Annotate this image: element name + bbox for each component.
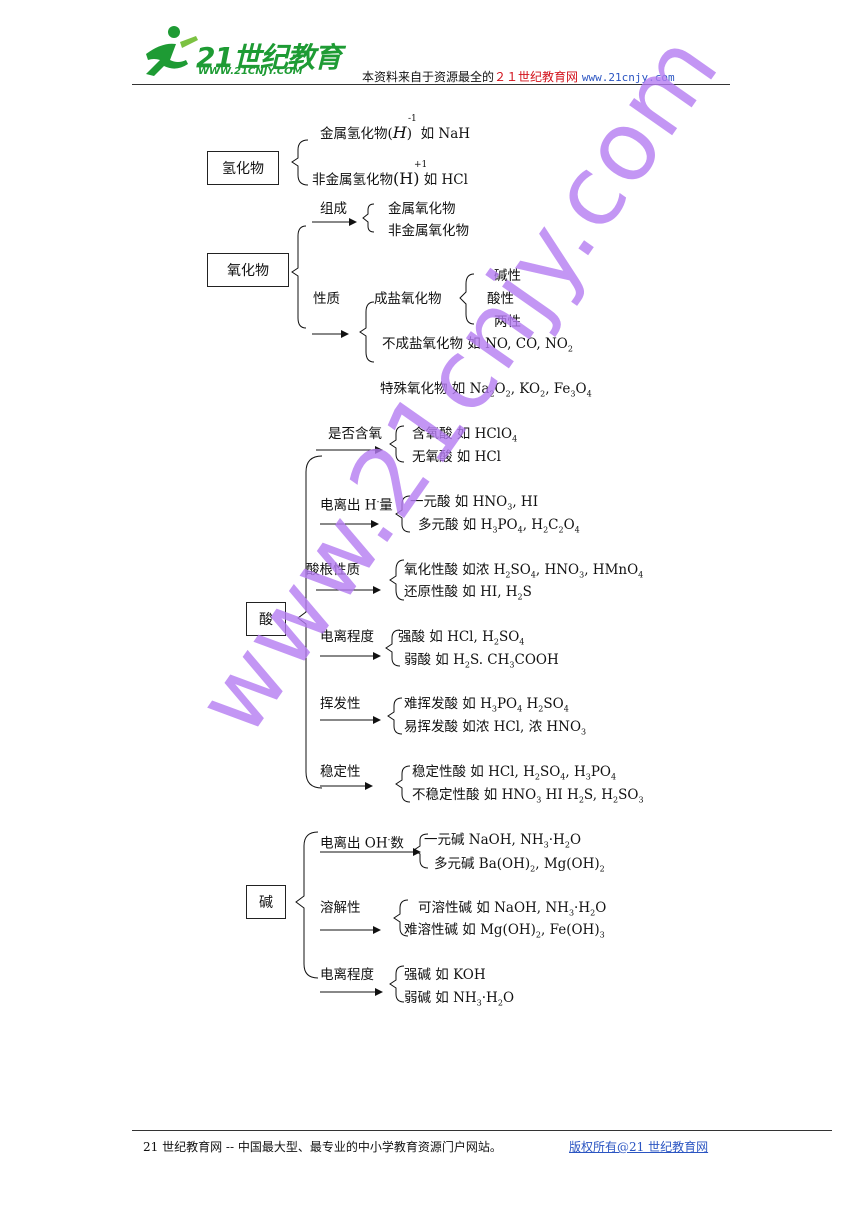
acid-mono: 一元酸 如 HNO3, HI (410, 494, 539, 512)
acid-reducing: 还原性酸 如 HI, H2S (404, 584, 532, 602)
hydride-nonmetal: 非金属氢化物(H) 如 HCl (312, 169, 468, 189)
oxide-salt-forming: 成盐氧化物 (374, 291, 442, 307)
header-note: 本资料来自于资源最全的２１世纪教育网 www.21cnjy.com (362, 70, 675, 84)
header-rule (132, 84, 730, 85)
footer-left: 21 世纪教育网 -- 中国最大型、最专业的中小学教育资源门户网站。 (143, 1140, 502, 1154)
base-soluble: 可溶性碱 如 NaOH, NH3·H2O (418, 900, 607, 918)
footer-rule (132, 1130, 832, 1131)
header-link[interactable]: www.21cnjy.com (581, 71, 675, 84)
acid-oxy-item: 无氧酸 如 HCl (412, 449, 502, 465)
base-ionize: 电离出 OH-数 (320, 835, 404, 852)
acid-volatile: 挥发性 (320, 696, 361, 712)
acid-stability: 稳定性 (320, 764, 361, 780)
base-box: 碱 (246, 885, 286, 919)
base-strong: 强碱 如 KOH (404, 967, 486, 983)
hydride-nonmetal-ox: +1 (414, 160, 428, 170)
oxide-salt-item: 两性 (494, 314, 521, 330)
acid-degree: 电离程度 (320, 629, 374, 645)
hydride-box: 氢化物 (207, 151, 279, 185)
acid-oxygen: 是否含氧 (328, 426, 382, 442)
acid-poly: 多元酸 如 H3PO4, H2C2O4 (418, 517, 580, 535)
acid-weak: 弱酸 如 H2S. CH3COOH (404, 652, 559, 670)
base-insoluble: 难溶性碱 如 Mg(OH)2, Fe(OH)3 (404, 922, 605, 940)
logo-url: WWW.21CNJY.COM (198, 66, 303, 77)
hydride-metal-ox: -1 (408, 114, 417, 124)
oxide-special: 特殊氧化物 如 Na2O2, KO2, Fe3O4 (380, 381, 592, 399)
oxide-salt-item: 酸性 (487, 291, 514, 307)
oxide-comp-item: 金属氧化物 (388, 201, 456, 217)
logo-text: 21世纪教育 (196, 41, 342, 74)
oxide-composition: 组成 (320, 201, 347, 217)
acid-strong: 强酸 如 HCl, H2SO4 (398, 629, 525, 647)
oxide-salt-item: 碱性 (494, 268, 521, 284)
hydride-metal-element: H (392, 123, 407, 142)
acid-nonvolatile: 难挥发酸 如 H3PO4 H2SO4 (404, 696, 569, 714)
acid-ionize: 电离出 H-量 (320, 497, 393, 514)
base-mono: 一元碱 NaOH, NH3·H2O (424, 832, 582, 850)
hydride-nonmetal-element: (H) (393, 169, 420, 188)
acid-box: 酸 (246, 602, 286, 636)
acid-oxy-item: 含氧酸 如 HClO4 (412, 426, 518, 444)
oxide-box: 氧化物 (207, 253, 289, 287)
oxide-comp-item: 非金属氧化物 (388, 223, 469, 239)
acid-unstable: 不稳定性酸 如 HNO3 HI H2S, H2SO3 (412, 787, 644, 805)
base-poly: 多元碱 Ba(OH)2, Mg(OH)2 (434, 856, 605, 874)
footer-copyright-link[interactable]: 版权所有@21 世纪教育网 (569, 1140, 709, 1154)
oxide-property: 性质 (313, 291, 340, 307)
acid-radical: 酸根性质 (306, 562, 360, 578)
header: 21世纪教育 WWW.21CNJY.COM 本资料来自于资源最全的２１世纪教育网… (0, 0, 860, 90)
hydride-metal: 金属氢化物(H) 如 NaH (320, 123, 471, 143)
runner-logo-icon (146, 26, 198, 76)
oxide-non-salt: 不成盐氧化物 如 NO, CO, NO2 (382, 336, 573, 354)
base-degree: 电离程度 (320, 967, 374, 983)
acid-oxidizing: 氧化性酸 如浓 H2SO4, HNO3, HMnO4 (404, 562, 644, 580)
base-weak: 弱碱 如 NH3·H2O (404, 990, 515, 1008)
base-solubility: 溶解性 (320, 900, 361, 916)
acid-volatile-item: 易挥发酸 如浓 HCl, 浓 HNO3 (404, 719, 587, 737)
acid-stable: 稳定性酸 如 HCl, H2SO4, H3PO4 (412, 764, 617, 782)
